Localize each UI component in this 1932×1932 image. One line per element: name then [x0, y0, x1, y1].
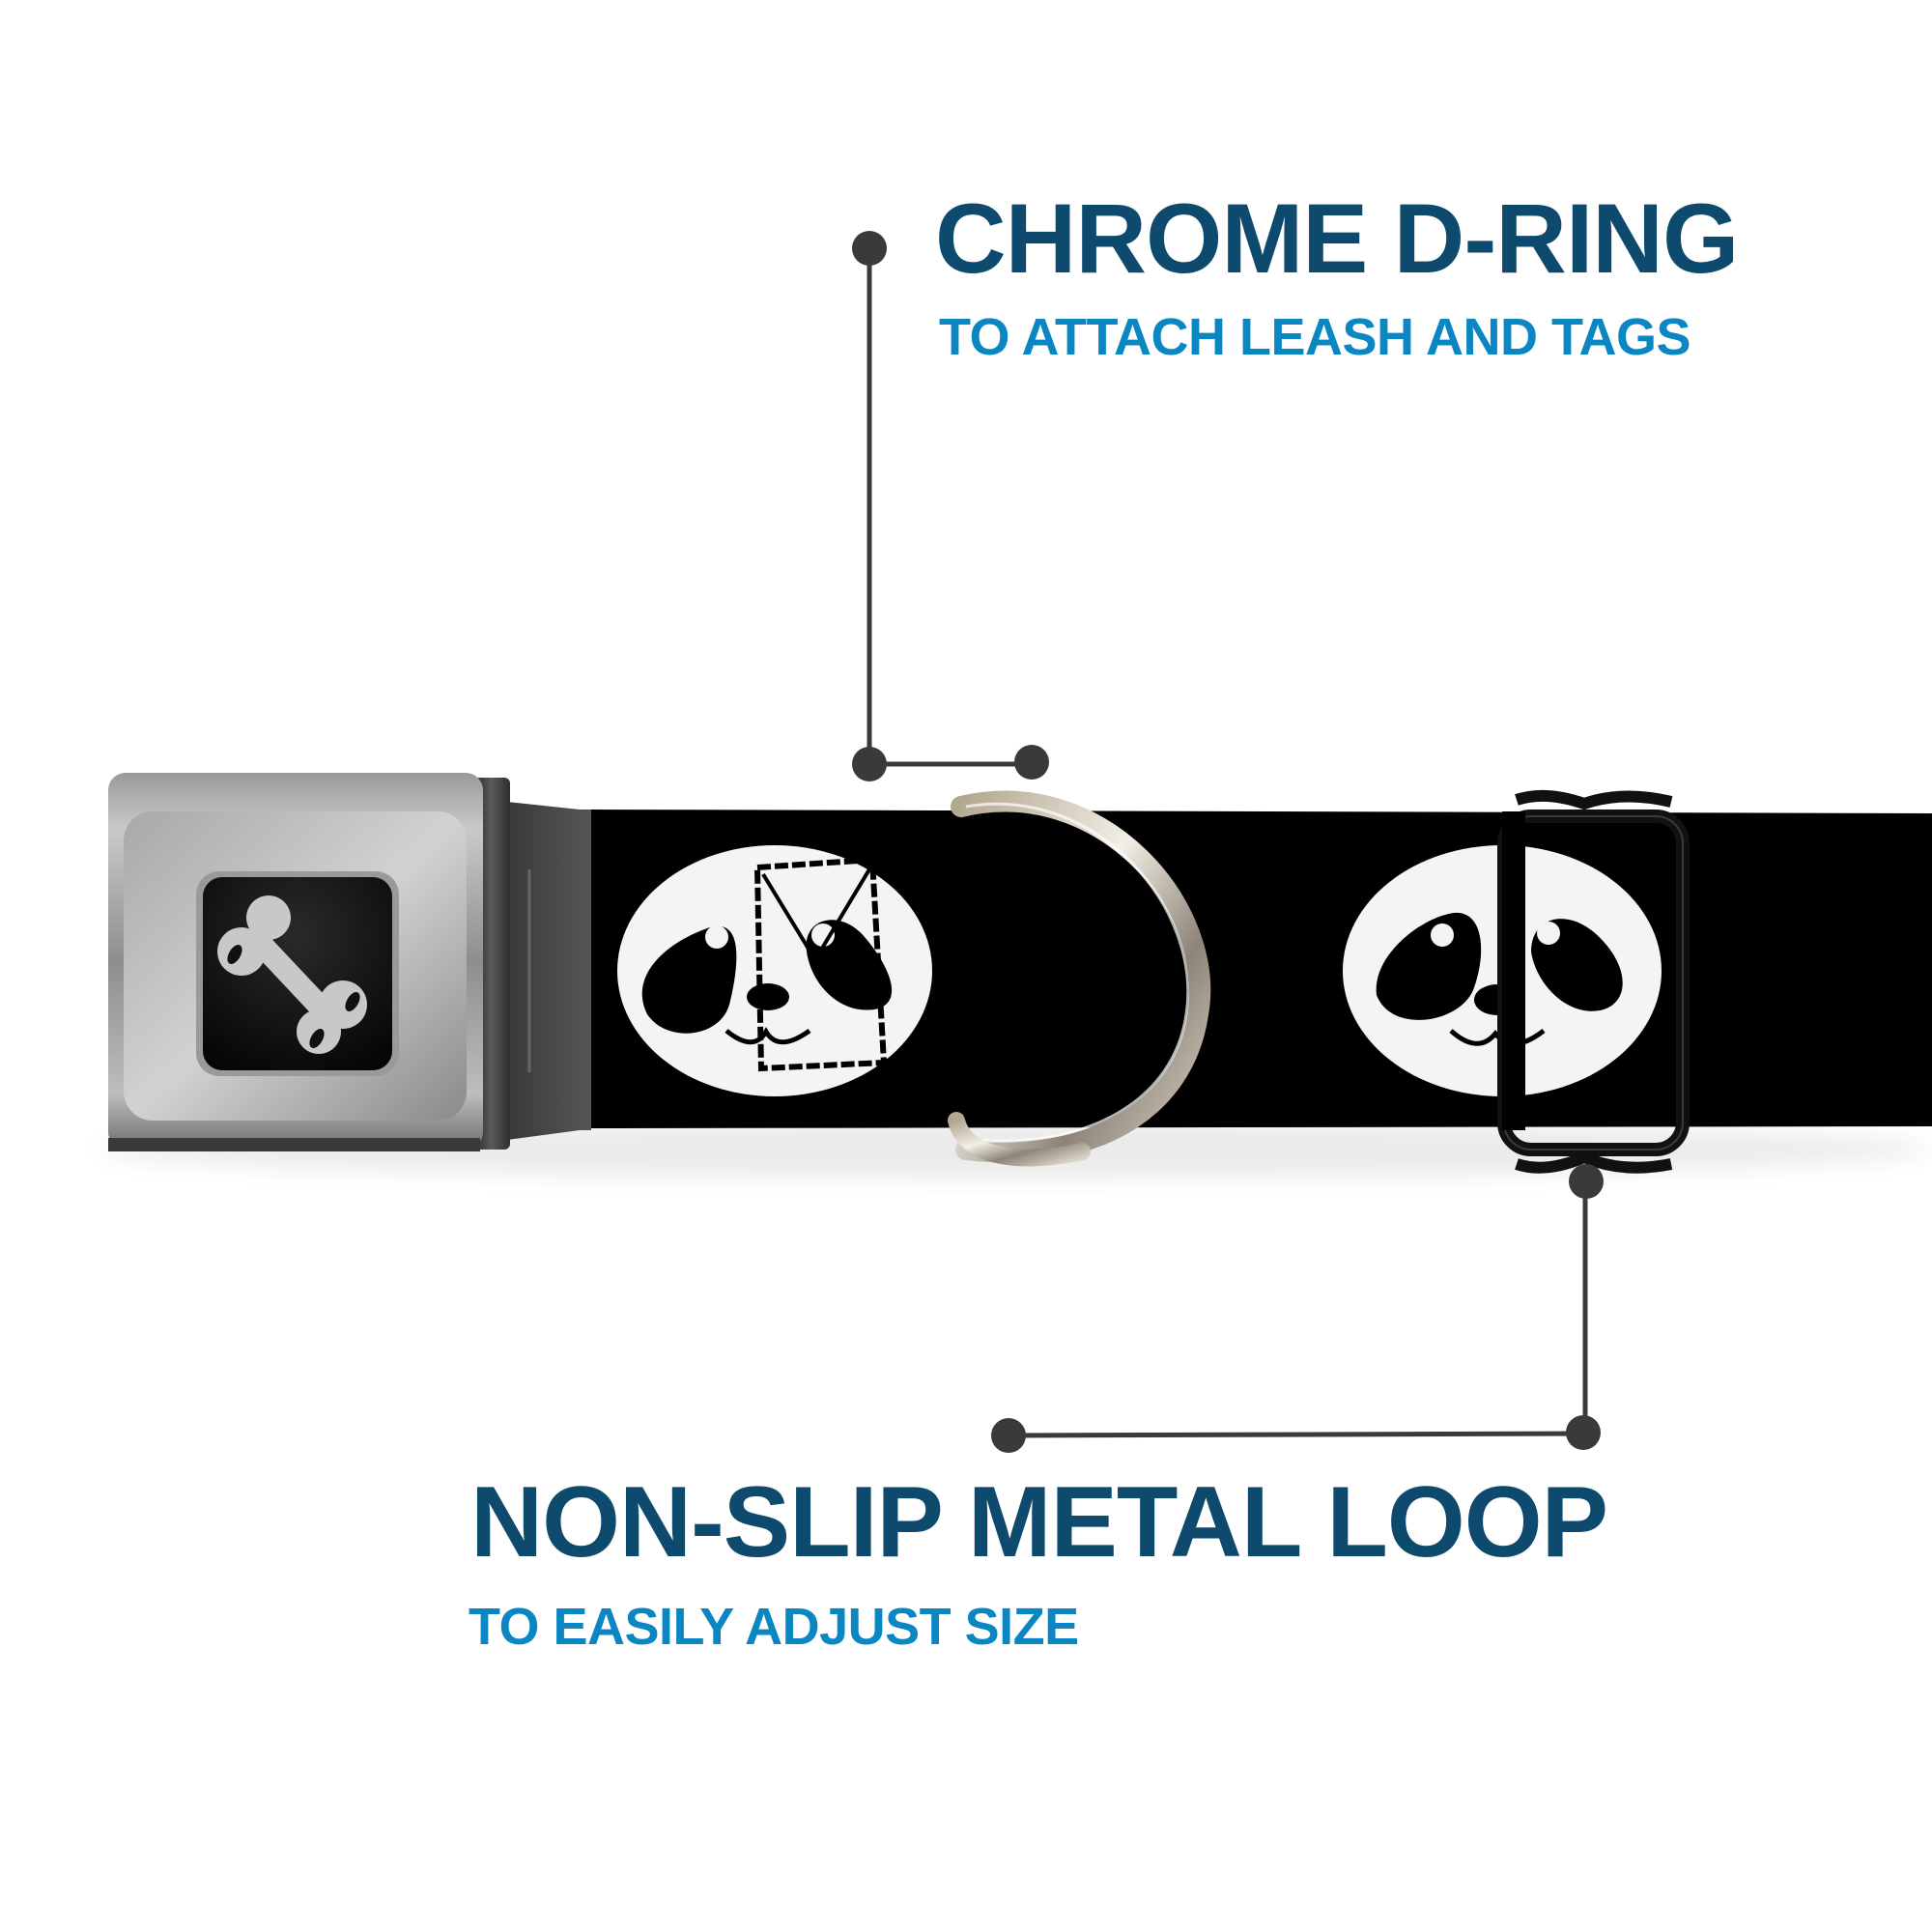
metal-slide-loop[interactable]	[1497, 789, 1690, 1174]
leader-dot	[1566, 1415, 1601, 1450]
leader-line-d-ring	[852, 231, 1049, 781]
leader-dot	[852, 231, 887, 266]
buckle-tongue	[507, 802, 591, 1140]
leader-dot	[1569, 1164, 1604, 1199]
bone-icon	[217, 895, 367, 1054]
chrome-d-ring[interactable]	[948, 790, 1211, 1167]
leader-dot	[852, 747, 887, 781]
callout-title-metal-loop: NON-SLIP METAL LOOP	[470, 1466, 1608, 1578]
panda-face-1	[617, 845, 932, 1096]
leader-line-metal-loop	[991, 1164, 1604, 1453]
leader-dot	[991, 1418, 1026, 1453]
callout-subtitle-d-ring: TO ATTACH LEASH AND TAGS	[939, 308, 1690, 366]
seatbelt-buckle[interactable]	[108, 773, 591, 1151]
leader-dot	[1014, 745, 1049, 780]
callout-title-d-ring: CHROME D-RING	[935, 184, 1739, 294]
callout-subtitle-metal-loop: TO EASILY ADJUST SIZE	[469, 1598, 1079, 1656]
